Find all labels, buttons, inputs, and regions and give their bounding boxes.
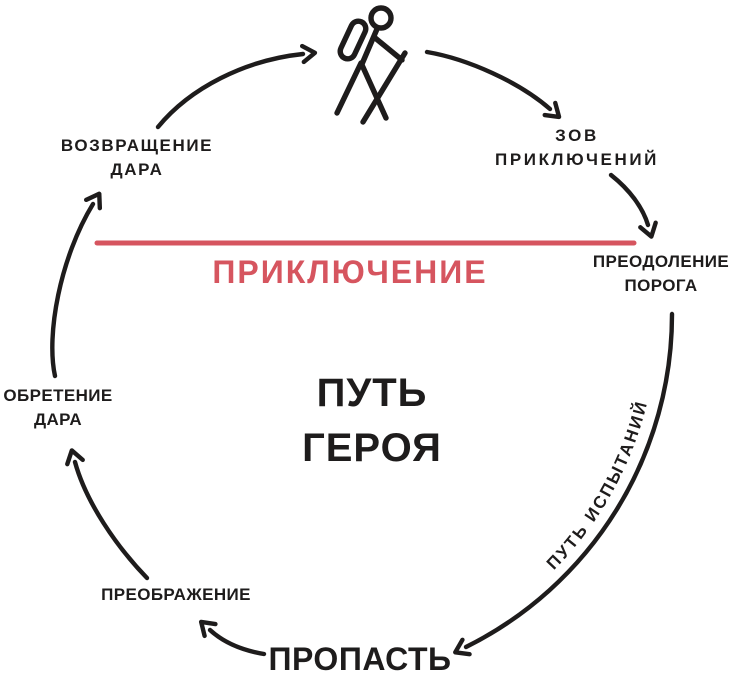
stage-label-return-line2: ДАРА bbox=[110, 160, 164, 179]
stage-label-transformation: ПРЕОБРАЖЕНИЕ bbox=[101, 583, 251, 607]
hiker-head bbox=[368, 5, 394, 31]
adventure-label: ПРИКЛЮЧЕНИЕ bbox=[212, 254, 487, 290]
adventure-label-text: ПРИКЛЮЧЕНИЕ bbox=[212, 254, 488, 290]
stage-label-threshold: ПРЕОДОЛЕНИЕ ПОРОГА bbox=[593, 250, 729, 298]
stage-label-return: ВОЗВРАЩЕНИЕ ДАРА bbox=[61, 134, 213, 182]
arrow-transformation-to-gift bbox=[65, 448, 150, 581]
stage-label-transformation-line1: ПРЕОБРАЖЕНИЕ bbox=[101, 585, 251, 604]
stage-label-threshold-line1: ПРЕОДОЛЕНИЕ bbox=[592, 252, 730, 271]
stage-label-return-line1: ВОЗВРАЩЕНИЕ bbox=[60, 136, 214, 155]
arrow-return-to-start bbox=[155, 43, 318, 130]
stage-label-call: ЗОВ ПРИКЛЮЧЕНИЙ bbox=[495, 124, 659, 172]
arrow-call-to-threshold bbox=[608, 172, 658, 239]
stage-label-gift-line1: ОБРЕТЕНИЕ bbox=[3, 386, 113, 405]
stage-label-trials: ПУТЬ ИСПЫТАНИЙ bbox=[543, 398, 649, 573]
stage-label-gift: ОБРЕТЕНИЕ ДАРА bbox=[3, 384, 112, 432]
stage-label-abyss: ПРОПАСТЬ bbox=[269, 641, 452, 677]
stage-label-call-line1: ЗОВ bbox=[555, 126, 599, 145]
hiker-arm bbox=[371, 34, 405, 63]
hiker-front-leg bbox=[334, 60, 364, 116]
arrow-threshold-to-abyss bbox=[453, 311, 675, 657]
center-title-line2: ГЕРОЯ bbox=[302, 426, 442, 470]
arrow-abyss-to-transformation bbox=[198, 619, 267, 657]
hiker-backpack bbox=[337, 18, 369, 62]
center-title-line1: ПУТЬ bbox=[316, 371, 428, 415]
center-title: ПУТЬ ГЕРОЯ bbox=[302, 366, 442, 476]
stage-label-gift-line2: ДАРА bbox=[33, 410, 83, 429]
hiker-back-leg bbox=[359, 62, 389, 121]
stage-label-abyss-line1: ПРОПАСТЬ bbox=[268, 641, 452, 677]
stage-label-call-line2: ПРИКЛЮЧЕНИЙ bbox=[495, 150, 659, 169]
arrow-gift-to-return bbox=[50, 191, 103, 379]
stage-label-trials-curved: ПУТЬ ИСПЫТАНИЙ bbox=[543, 398, 652, 573]
hiker-icon bbox=[334, 5, 408, 125]
arrow-start-to-call bbox=[424, 49, 562, 120]
hiker-pole bbox=[360, 50, 408, 125]
stage-label-threshold-line2: ПОРОГА bbox=[624, 276, 698, 295]
